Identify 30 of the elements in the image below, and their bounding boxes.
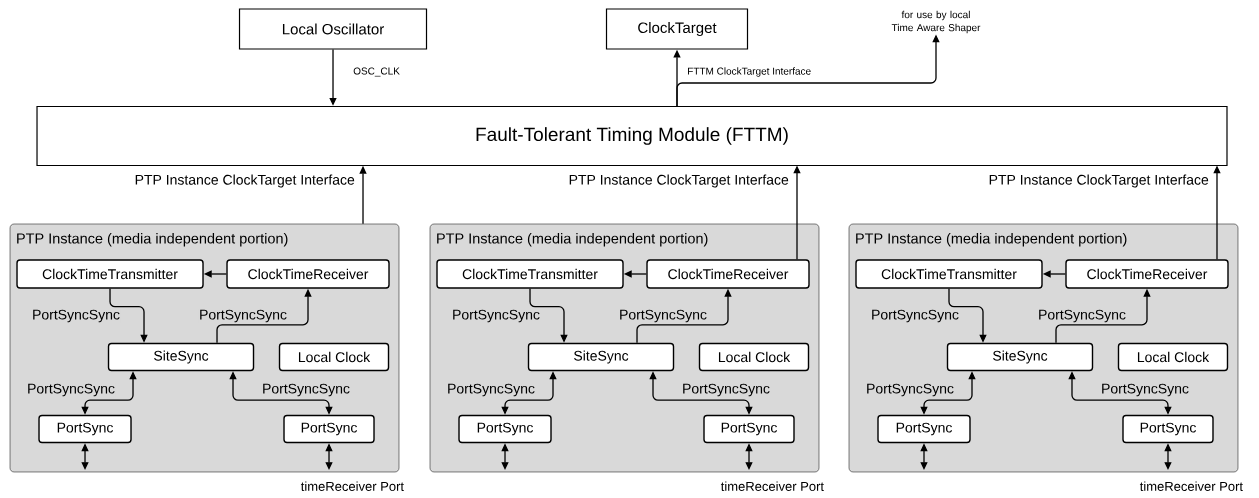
edge-label: PTP Instance ClockTarget Interface — [567, 173, 790, 189]
edge-label: OSC_CLK — [352, 66, 401, 78]
process-box: PortSync — [458, 414, 552, 444]
module-box: Local Oscillator — [238, 8, 428, 50]
process-box: Local Clock — [278, 342, 390, 372]
module-box: ClockTarget — [605, 8, 749, 50]
process-box: ClockTimeTransmitter — [855, 259, 1043, 289]
process-box: SiteSync — [107, 342, 255, 372]
port-label: timeReceiver Port — [1139, 481, 1243, 491]
process-box: PortSync — [1122, 414, 1214, 444]
port-label: timeReceiver Port — [720, 481, 824, 491]
process-box: PortSync — [283, 414, 375, 444]
process-box: PortSync — [877, 414, 971, 444]
process-box: PortSync — [703, 414, 795, 444]
process-box: Local Clock — [698, 342, 810, 372]
edge-label: PTP Instance ClockTarget Interface — [133, 173, 356, 189]
process-box: PortSync — [38, 414, 132, 444]
edge-label: FTTM ClockTarget Interface — [686, 66, 813, 78]
process-box: ClockTimeReceiver — [226, 259, 390, 289]
process-box: SiteSync — [946, 342, 1094, 372]
edge-label: PTP Instance ClockTarget Interface — [987, 173, 1210, 189]
process-box: Local Clock — [1117, 342, 1229, 372]
module-box: Fault-Tolerant Timing Module (FTTM) — [36, 105, 1228, 167]
process-box: SiteSync — [527, 342, 675, 372]
process-box: ClockTimeReceiver — [646, 259, 810, 289]
note-text: for use by local Time Aware Shaper — [891, 10, 981, 34]
process-box: ClockTimeReceiver — [1065, 259, 1229, 289]
port-label: timeReceiver Port — [300, 481, 404, 491]
process-box: ClockTimeTransmitter — [436, 259, 624, 289]
process-box: ClockTimeTransmitter — [16, 259, 204, 289]
